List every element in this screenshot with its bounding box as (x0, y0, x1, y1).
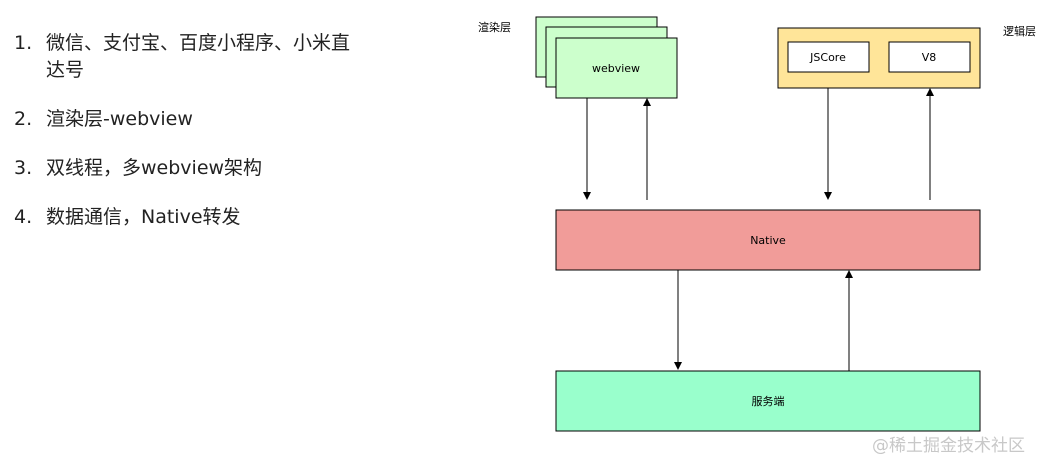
list-item: 4. 数据通信，Native转发 (14, 204, 414, 231)
list-item-text: 数据通信，Native转发 (46, 206, 241, 228)
jscore-label: JSCore (809, 51, 846, 64)
render-layer-label: 渲染层 (478, 20, 511, 34)
webview-box (555, 37, 678, 99)
list-item-text: 渲染层-webview (46, 108, 193, 130)
list-item: 3. 双线程，多webview架构 (14, 155, 414, 182)
feature-list: 1. 微信、支付宝、百度小程序、小米直达号 2. 渲染层-webview 3. … (14, 30, 414, 253)
list-item: 2. 渲染层-webview (14, 106, 414, 133)
logic-layer-label: 逻辑层 (1003, 24, 1036, 38)
webview-label: webview (592, 62, 640, 75)
list-item: 1. 微信、支付宝、百度小程序、小米直达号 (14, 30, 414, 84)
list-item-number: 4. (14, 206, 33, 228)
list-item-number: 2. (14, 108, 33, 130)
v8-label: V8 (922, 51, 937, 64)
list-item-number: 3. (14, 157, 33, 179)
watermark: @稀土掘金技术社区 (872, 436, 1025, 456)
list-item-text: 微信、支付宝、百度小程序、小米直达号 (46, 32, 351, 81)
server-label: 服务端 (752, 395, 785, 408)
native-label: Native (750, 234, 786, 247)
server-box (555, 370, 981, 432)
v8-box (888, 41, 971, 73)
native-box (555, 209, 981, 271)
jscore-box (787, 41, 870, 73)
list-item-text: 双线程，多webview架构 (46, 157, 263, 179)
list-item-number: 1. (14, 32, 33, 54)
